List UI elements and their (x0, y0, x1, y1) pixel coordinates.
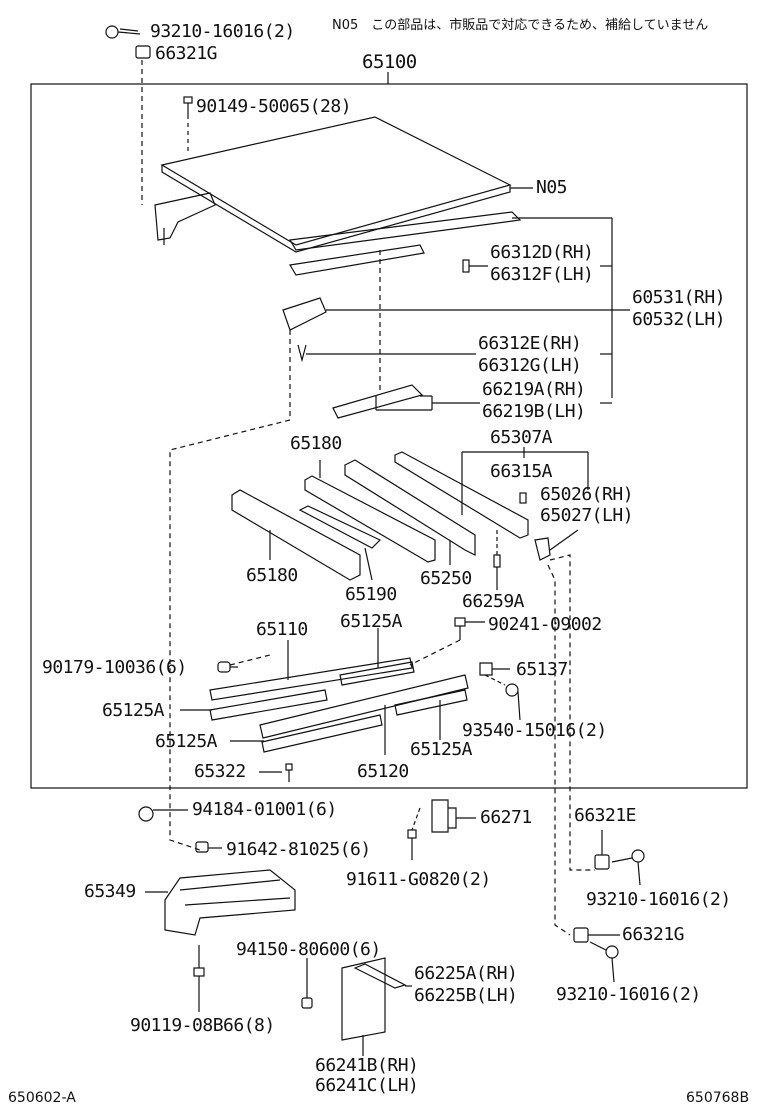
member-65180-top-icon (304, 475, 436, 563)
label-66219A: 66219A(RH) (482, 379, 586, 400)
crossmember-65110-icon (209, 657, 413, 701)
mudflap-66241B-icon (341, 957, 386, 1041)
label-66315A: 66315A (490, 461, 553, 482)
deck-panel-icon (160, 116, 512, 246)
nut-94150-icon (301, 958, 313, 1009)
label-66219B: 66219B(LH) (482, 401, 586, 422)
label-65100: 65100 (362, 51, 417, 73)
rail-65307A-icon (394, 451, 529, 539)
clip-66321G-bottom-icon (573, 927, 589, 943)
label-66312G: 66312G(LH) (478, 355, 582, 376)
label-90119: 90119-08B66(8) (130, 1015, 275, 1036)
label-65180-top: 65180 (290, 433, 342, 454)
label-66259A: 66259A (462, 591, 525, 612)
nut-94184-icon (138, 806, 188, 822)
bracket-66271-icon (431, 799, 457, 833)
label-65180-left: 65180 (246, 565, 298, 586)
label-93210-16016-top: 93210-16016(2) (150, 21, 295, 42)
clip-66321G-top-icon (135, 45, 151, 59)
label-91642: 91642-81025(6) (226, 839, 371, 860)
nut-90179-icon (217, 661, 231, 673)
pin-66259A-icon (493, 554, 501, 568)
label-66321E: 66321E (574, 805, 637, 826)
label-60531: 60531(RH) (632, 287, 726, 308)
clip-66312D-icon (462, 259, 470, 273)
label-65110: 65110 (256, 619, 308, 640)
bracket-66225A-icon (353, 963, 407, 989)
member-65190-icon (298, 505, 382, 549)
trim-66219A-icon (332, 384, 424, 419)
clip-66312E-icon (297, 344, 307, 363)
side-rail-icon (289, 211, 522, 251)
note-text: N05 この部品は、市販品で対応できるため、補給していません (332, 18, 709, 33)
clip-66321E-icon (594, 854, 610, 870)
label-66271: 66271 (480, 807, 532, 828)
label-66321G-top: 66321G (155, 43, 218, 64)
label-65349: 65349 (84, 881, 136, 902)
member-65250-icon (344, 459, 476, 556)
label-66225A: 66225A(RH) (414, 963, 518, 984)
member-65180-left-icon (231, 489, 361, 581)
label-66225B: 66225B(LH) (414, 985, 518, 1006)
footer-right: 650768B (686, 1090, 750, 1106)
label-90241: 90241-09002 (488, 614, 602, 635)
bracket-60531-icon (282, 297, 327, 331)
bolt-93210-mid-icon (611, 849, 645, 886)
crossmember-65120-icon (259, 674, 469, 739)
label-65125A-right: 65125A (410, 739, 473, 760)
label-90179: 90179-10036(6) (42, 657, 187, 678)
pad-65125A-4-icon (394, 689, 468, 716)
label-65125A-left-1: 65125A (102, 700, 165, 721)
label-66241C: 66241C(LH) (315, 1075, 419, 1096)
fender-65349-icon (164, 869, 296, 936)
label-65250: 65250 (420, 568, 472, 589)
label-65307A: 65307A (490, 427, 553, 448)
bolt-93210-top-icon (105, 25, 141, 39)
label-65125A-left-2: 65125A (155, 731, 218, 752)
stopper-65026-icon (534, 537, 551, 561)
label-93210-16016-bottom: 93210-16016(2) (556, 984, 701, 1005)
label-N05: N05 (536, 177, 568, 198)
label-65190: 65190 (345, 584, 397, 605)
label-93210-16016-mid: 93210-16016(2) (586, 889, 731, 910)
assembly-frame (30, 83, 748, 789)
label-65125A-top: 65125A (340, 611, 403, 632)
label-66321G-bottom: 66321G (622, 924, 685, 945)
label-90149: 90149-50065(28) (196, 96, 352, 117)
bolt-93210-bottom-icon (589, 941, 619, 983)
bolt-90119-icon (193, 945, 205, 1012)
label-66312F: 66312F(LH) (490, 264, 594, 285)
pad-65125A-1-icon (339, 661, 415, 686)
label-66312D: 66312D(RH) (490, 242, 594, 263)
clip-65137-icon (479, 662, 493, 676)
pad-65125A-3-icon (261, 714, 383, 753)
label-65120: 65120 (357, 761, 409, 782)
label-94150: 94150-80600(6) (236, 939, 381, 960)
screw-65322-icon (259, 763, 293, 782)
pad-65125A-2-icon (209, 689, 328, 721)
label-94184: 94184-01001(6) (192, 799, 337, 820)
label-65137: 65137 (516, 659, 568, 680)
label-93540: 93540-15016(2) (462, 720, 607, 741)
bolt-93540-icon (505, 683, 521, 721)
label-91611: 91611-G0820(2) (346, 869, 491, 890)
label-65322: 65322 (194, 761, 246, 782)
bolt-91642-icon (195, 841, 222, 853)
bolt-90241-icon (454, 617, 485, 640)
footer-left: 650602-A (8, 1090, 76, 1106)
label-66241B: 66241B(RH) (315, 1055, 419, 1076)
label-65026: 65026(RH) (540, 484, 634, 505)
label-65027: 65027(LH) (540, 505, 634, 526)
screw-90149-icon (183, 96, 193, 115)
clip-66315A-icon (519, 492, 527, 504)
label-66312E: 66312E(RH) (478, 333, 582, 354)
bolt-91611-icon (407, 807, 421, 860)
label-60532: 60532(LH) (632, 309, 726, 330)
